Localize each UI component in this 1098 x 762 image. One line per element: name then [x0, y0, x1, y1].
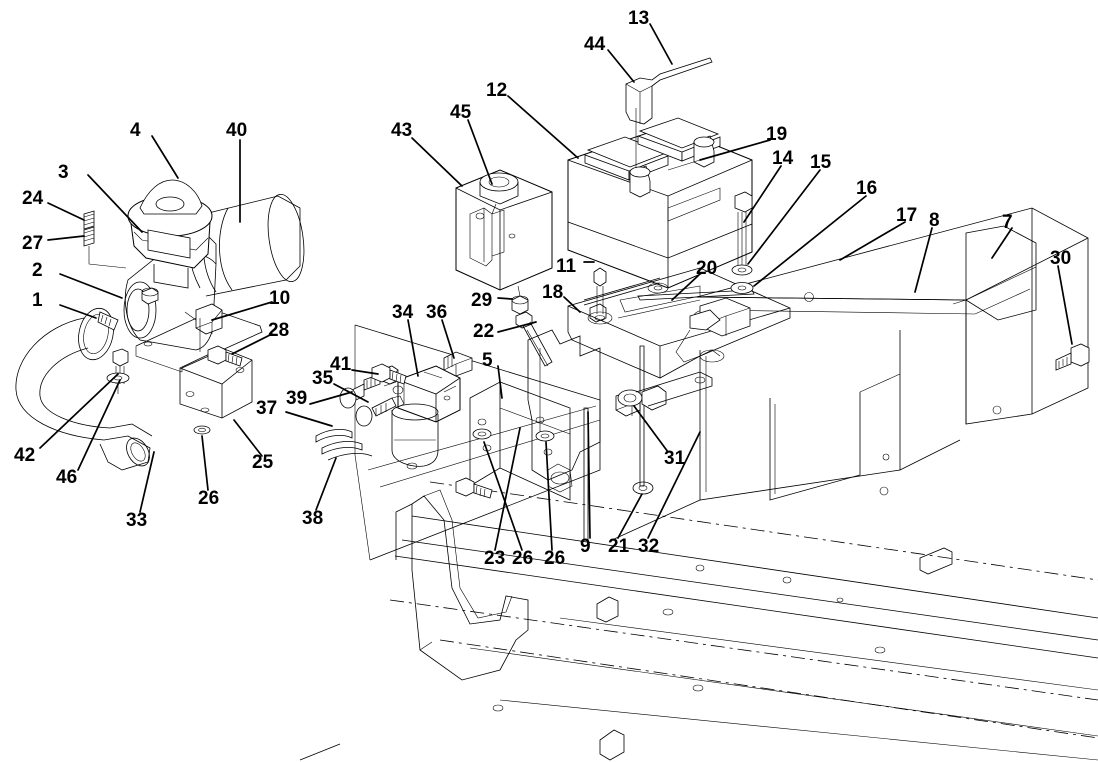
- callout-8: 8: [929, 210, 940, 231]
- callout-40: 40: [226, 120, 248, 141]
- callout-3: 3: [58, 162, 69, 183]
- leader-lines: [39, 23, 1073, 551]
- callout-26-left: 26: [198, 488, 220, 509]
- clamp-1: [78, 307, 119, 361]
- battery-tray: [567, 191, 791, 379]
- coolant-reservoir: [455, 169, 553, 367]
- callout-24: 24: [22, 188, 44, 209]
- callout-25: 25: [252, 452, 274, 473]
- callout-43: 43: [391, 120, 413, 141]
- callout-46: 46: [56, 467, 78, 488]
- callout-28: 28: [268, 320, 290, 341]
- callout-42: 42: [14, 445, 36, 466]
- chassis-frame: [299, 207, 1098, 761]
- callout-37: 37: [256, 398, 278, 419]
- battery-assembly: [567, 117, 753, 289]
- callout-20: 20: [696, 258, 718, 279]
- callout-15: 15: [810, 152, 832, 173]
- fuel-filter-assembly: [315, 351, 473, 470]
- fitting-24: [83, 210, 95, 230]
- callout-36: 36: [426, 302, 448, 323]
- callout-41: 41: [330, 354, 352, 375]
- callout-38: 38: [302, 508, 324, 529]
- callout-14: 14: [772, 148, 794, 169]
- callout-19: 19: [766, 124, 788, 145]
- callout-26-center: 26: [512, 548, 534, 569]
- callout-26-right: 26: [544, 548, 566, 569]
- callout-31: 31: [664, 448, 686, 469]
- air-cleaner-assembly: [15, 179, 305, 471]
- callout-39: 39: [286, 388, 308, 409]
- callout-17: 17: [896, 205, 918, 226]
- callout-7: 7: [1002, 212, 1013, 233]
- upright-brackets: [455, 329, 713, 541]
- callout-4: 4: [130, 120, 141, 141]
- callout-44: 44: [584, 34, 606, 55]
- callout-34: 34: [392, 302, 414, 323]
- callout-23: 23: [484, 548, 506, 569]
- callout-29: 29: [471, 290, 493, 311]
- callout-12: 12: [486, 80, 508, 101]
- callout-35: 35: [312, 368, 334, 389]
- callout-27: 27: [22, 233, 44, 254]
- callout-16: 16: [856, 178, 878, 199]
- callout-45: 45: [450, 102, 472, 123]
- callout-2: 2: [32, 260, 43, 281]
- callout-10: 10: [269, 288, 291, 309]
- callout-5: 5: [482, 350, 493, 371]
- callout-9: 9: [580, 536, 591, 557]
- callout-32: 32: [638, 536, 660, 557]
- callout-30: 30: [1050, 248, 1072, 269]
- bolt-30: [1055, 343, 1090, 371]
- callout-21: 21: [608, 536, 630, 557]
- callout-13: 13: [628, 8, 650, 29]
- fitting-27: [83, 226, 95, 247]
- callout-22: 22: [473, 321, 495, 342]
- callout-33: 33: [126, 510, 148, 531]
- callout-18: 18: [542, 282, 564, 303]
- battery-cable: [625, 57, 713, 168]
- callout-11: 11: [556, 256, 577, 277]
- callout-1: 1: [32, 290, 43, 311]
